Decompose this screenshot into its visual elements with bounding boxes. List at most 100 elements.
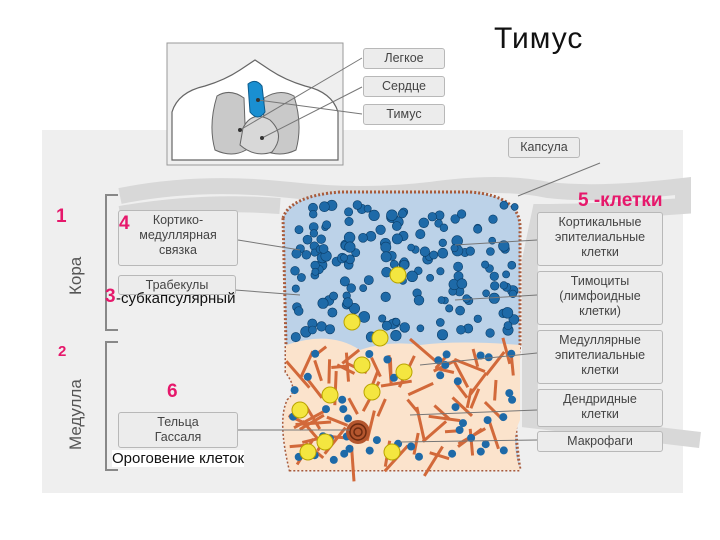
thymocyte xyxy=(500,282,508,290)
thymocyte xyxy=(407,443,415,451)
thymocyte xyxy=(360,285,367,292)
dendritic-cell xyxy=(384,444,400,460)
thymocyte xyxy=(291,266,300,275)
thymocyte xyxy=(419,218,429,228)
thymocyte xyxy=(486,329,495,338)
thymocyte xyxy=(304,373,312,381)
thymocyte xyxy=(456,426,464,434)
label-hassall: Тельца Гассаля xyxy=(118,412,238,448)
thymocyte xyxy=(436,318,444,326)
thymocyte xyxy=(454,262,463,271)
dendritic-cell xyxy=(322,387,338,403)
thymocyte xyxy=(393,318,400,325)
thymocyte xyxy=(381,292,391,302)
thymocyte xyxy=(344,208,352,216)
annotation-3-text: -субкапсулярный xyxy=(116,290,235,307)
thymocyte xyxy=(437,268,444,275)
thymocyte xyxy=(416,229,425,238)
thymocyte xyxy=(338,396,346,404)
thymocyte xyxy=(292,285,299,292)
thymocyte xyxy=(310,230,318,238)
thymocyte xyxy=(340,450,348,458)
epithelial-process xyxy=(346,353,348,382)
label-corticomedullary: Кортико- медуллярная связка xyxy=(118,210,238,266)
thymocyte xyxy=(291,332,300,341)
thymocyte xyxy=(503,271,510,278)
label-medullary-epithelial: Медуллярныеэпителиальныеклетки xyxy=(537,330,663,384)
dendritic-cell xyxy=(292,402,308,418)
thymocyte xyxy=(317,235,326,244)
epithelial-process xyxy=(495,380,496,401)
thymocyte xyxy=(452,403,460,411)
thymocyte xyxy=(303,235,312,244)
thymocyte xyxy=(353,201,362,210)
label-lung: Легкое xyxy=(363,48,445,69)
thymocyte xyxy=(392,222,401,231)
thymocyte xyxy=(500,201,508,209)
annotation-1: 1 xyxy=(56,206,67,228)
thymocyte xyxy=(457,210,466,219)
annotation-6: 6 xyxy=(167,381,178,403)
thymocyte xyxy=(482,440,490,448)
thymocyte xyxy=(341,254,348,261)
thymocyte xyxy=(364,205,371,212)
dendritic-cell xyxy=(372,330,388,346)
thymocyte xyxy=(328,308,337,317)
annotation-2: 2 xyxy=(58,343,66,360)
thymocyte xyxy=(345,217,353,225)
thymocyte xyxy=(291,386,299,394)
thymocyte xyxy=(502,307,513,318)
thymocyte xyxy=(297,273,305,281)
thymocyte xyxy=(381,252,391,262)
dendritic-cell xyxy=(300,444,316,460)
dendritic-cell xyxy=(344,314,360,330)
label-capsule: Капсула xyxy=(508,137,580,158)
dendritic-cell xyxy=(317,434,333,450)
thymocyte xyxy=(345,242,356,253)
thymocyte xyxy=(309,210,317,218)
thymocyte xyxy=(486,248,494,256)
thymocyte xyxy=(438,297,445,304)
thymocyte xyxy=(477,448,485,456)
thymocyte xyxy=(364,276,373,285)
thymocyte xyxy=(391,330,402,341)
thymocyte xyxy=(408,244,415,251)
thymocyte xyxy=(500,446,508,454)
thymocyte xyxy=(339,405,347,413)
thymocyte xyxy=(508,261,516,269)
thymocyte xyxy=(466,247,475,256)
thymocyte xyxy=(366,447,374,455)
dendritic-cell xyxy=(390,267,406,283)
thymocyte xyxy=(440,224,448,232)
thymocyte xyxy=(400,323,410,333)
thymocyte xyxy=(414,295,424,305)
thymocyte xyxy=(420,247,430,257)
thymocyte xyxy=(295,226,303,234)
dendritic-cell xyxy=(364,384,380,400)
thymocyte xyxy=(430,251,438,259)
thymocyte xyxy=(325,325,334,334)
thymocyte xyxy=(504,322,512,330)
thymocyte xyxy=(508,396,516,404)
annotation-5: 5 -клетки xyxy=(578,190,663,212)
thymocyte xyxy=(407,271,418,282)
thymocyte xyxy=(427,274,434,281)
thymocyte xyxy=(457,325,466,334)
thymocyte xyxy=(415,453,423,461)
thymocyte xyxy=(456,306,465,315)
thymocyte xyxy=(481,261,488,268)
thymocyte xyxy=(330,456,338,464)
thymocyte xyxy=(457,279,467,289)
dendritic-cell xyxy=(354,357,370,373)
thymocyte xyxy=(417,325,424,332)
thymocyte xyxy=(383,356,391,364)
thymocyte xyxy=(322,221,330,229)
thymocyte xyxy=(463,295,471,303)
thymocyte xyxy=(443,350,451,358)
thymocyte xyxy=(392,234,402,244)
thymocyte xyxy=(373,436,381,444)
thymocyte xyxy=(484,416,492,424)
thymocyte xyxy=(474,225,482,233)
